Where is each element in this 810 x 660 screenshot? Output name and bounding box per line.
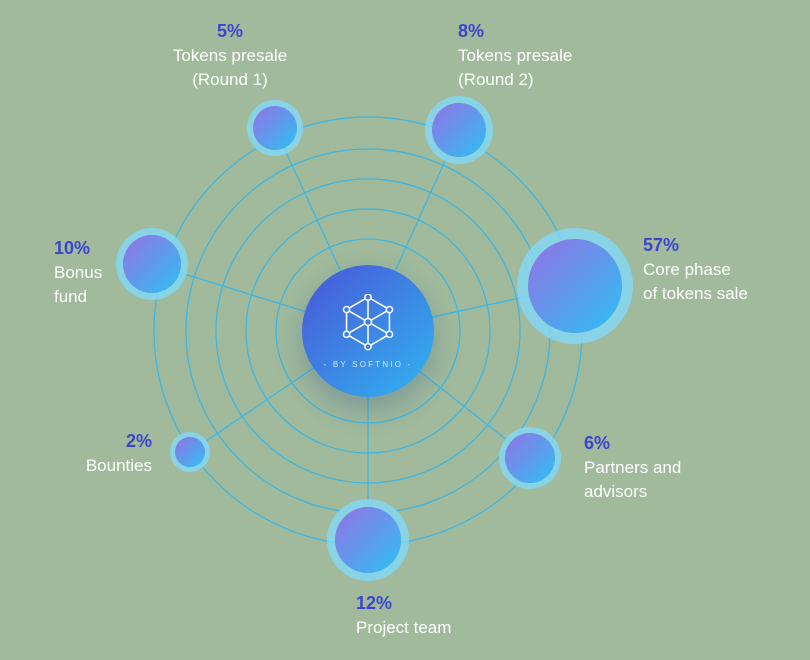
percent-bounties: 2%	[125, 431, 152, 451]
bubble-project-team	[335, 507, 401, 573]
center-logo-circle: - BY SOFTNIO -	[302, 265, 434, 397]
label-partners-advisors: 6% Partners and advisors	[584, 430, 681, 504]
label-line: Core phase	[643, 260, 731, 279]
label-presale-round-1: 5% Tokens presale (Round 1)	[150, 18, 310, 92]
label-line: Tokens presale	[458, 46, 573, 65]
label-line: of tokens sale	[643, 284, 748, 303]
label-line: advisors	[584, 482, 648, 501]
percent-presale-round-1: 5%	[216, 21, 243, 41]
label-bonus-fund: 10% Bonus fund	[54, 235, 102, 309]
percent-partners-advisors: 6%	[584, 433, 611, 453]
label-project-team: 12% Project team	[356, 590, 451, 640]
bubble-presale-round-1	[253, 106, 297, 150]
label-bounties: 2% Bounties	[36, 428, 152, 478]
label-line: Tokens presale	[172, 46, 288, 65]
label-line: Bonus	[54, 263, 103, 282]
bubble-bonus-fund	[123, 235, 181, 293]
percent-core-phase: 57%	[643, 235, 680, 255]
label-presale-round-2: 8% Tokens presale (Round 2)	[458, 18, 572, 92]
label-line: Project team	[356, 618, 452, 637]
label-line: Partners and	[584, 458, 682, 477]
bubble-partners-advisors	[505, 433, 555, 483]
brand-caption: - BY SOFTNIO -	[323, 359, 413, 369]
hexagon-network-icon	[342, 293, 394, 351]
label-line: Bounties	[85, 456, 152, 475]
label-line: fund	[54, 287, 88, 306]
label-core-phase: 57% Core phase of tokens sale	[643, 232, 748, 306]
percent-bonus-fund: 10%	[54, 238, 91, 258]
bubble-presale-round-2	[432, 103, 486, 157]
label-line: (Round 1)	[192, 70, 268, 89]
bubble-bounties	[175, 437, 205, 467]
label-line: (Round 2)	[458, 70, 534, 89]
percent-project-team: 12%	[356, 593, 393, 613]
bubble-core-phase	[528, 239, 622, 333]
percent-presale-round-2: 8%	[458, 21, 485, 41]
